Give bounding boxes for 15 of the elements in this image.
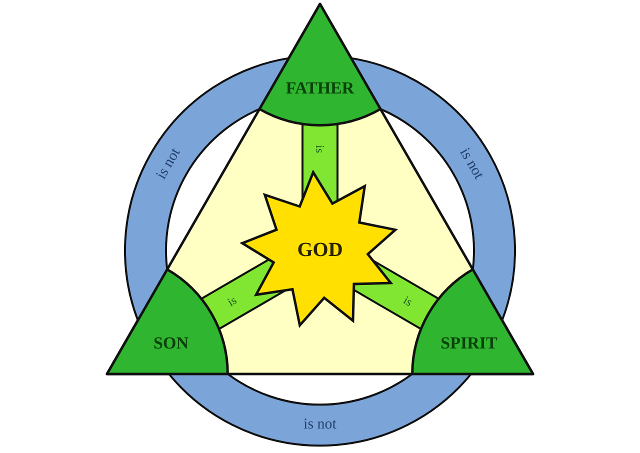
ring-segment: [168, 373, 472, 447]
edge-label: is: [314, 144, 326, 153]
node-label: SPIRIT: [440, 334, 498, 352]
edge-label: is: [225, 294, 238, 308]
node-label: FATHER: [286, 80, 354, 96]
edge-label: is not: [154, 146, 184, 182]
ring-segment: [350, 57, 516, 322]
triangle-corner: [256, 1, 384, 129]
edge-label: is not: [456, 146, 486, 182]
node-label: SON: [154, 334, 188, 352]
ring-segment: [124, 57, 290, 322]
star-shape: [240, 170, 400, 330]
edge-label: is not: [304, 418, 336, 433]
node-label: GOD: [297, 240, 343, 260]
edge-label: is: [402, 294, 415, 308]
